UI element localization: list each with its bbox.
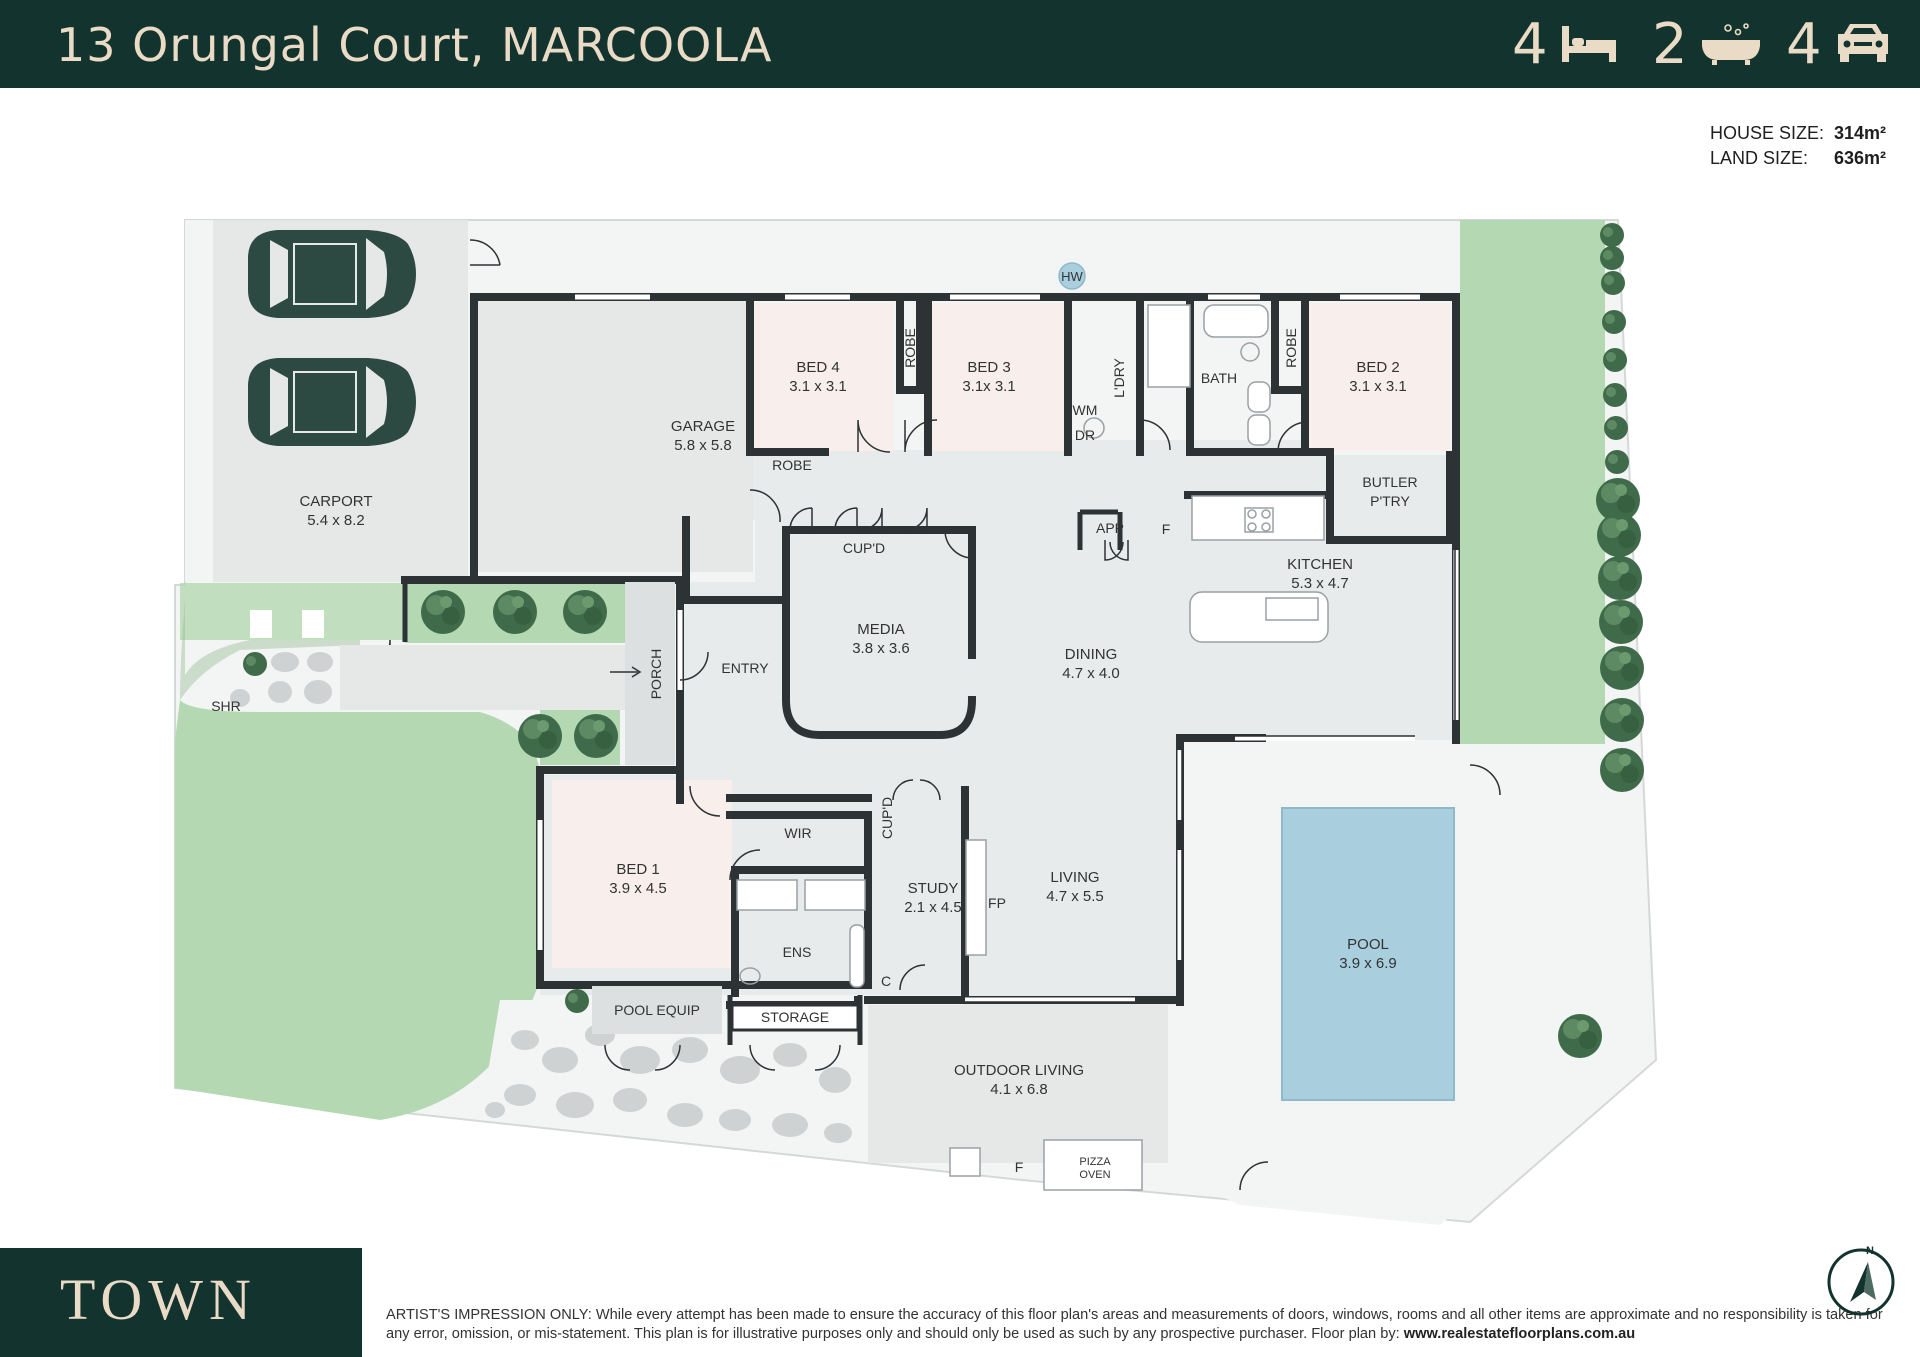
- hot-water-unit: [1058, 262, 1086, 290]
- entry-label: ENTRY: [721, 660, 769, 676]
- disclaimer: ARTIST'S IMPRESSION ONLY: While every at…: [386, 1306, 1886, 1344]
- kitchen-name: KITCHEN: [1287, 556, 1353, 573]
- robe-bed2-label: ROBE: [1283, 328, 1299, 368]
- bed1-name: BED 1: [616, 861, 659, 878]
- agency-logo: TOWN: [60, 1267, 257, 1332]
- pool-size: 3.9 x 6.9: [1339, 955, 1397, 972]
- wir-label: WIR: [784, 825, 811, 841]
- bath-count: 2: [1652, 12, 1688, 77]
- butler-label: BUTLER: [1362, 474, 1417, 490]
- pizza-label: PIZZA: [1079, 1156, 1111, 1168]
- bed-count: 4: [1512, 12, 1548, 77]
- pool-shape: [1281, 807, 1455, 1101]
- land-size-label: LAND SIZE:: [1710, 148, 1809, 168]
- car-count: 4: [1786, 12, 1822, 77]
- disclaimer-text: ARTIST'S IMPRESSION ONLY: While every at…: [386, 1307, 1883, 1342]
- floorplan-website: www.realestatefloorplans.com.au: [1403, 1326, 1636, 1342]
- garage-name: GARAGE: [671, 418, 735, 435]
- pool-equip-label: POOL EQUIP: [614, 1002, 700, 1018]
- header-bar: 13 Orungal Court, MARCOOLA 4 2 4: [0, 0, 1920, 88]
- robe-bed4-label: ROBE: [772, 457, 812, 473]
- compass-north-label: N: [1866, 1245, 1874, 1257]
- study-size: 2.1 x 4.5: [904, 899, 962, 916]
- house-size-label: HOUSE SIZE:: [1710, 123, 1825, 143]
- outdoor-living-size: 4.1 x 6.8: [990, 1081, 1048, 1098]
- property-sizes: HOUSE SIZE: 314m² LAND SIZE: 636m²: [1710, 121, 1890, 171]
- wm-label: WM: [1073, 402, 1098, 418]
- bed2-size: 3.1 x 3.1: [1349, 378, 1407, 395]
- front-lawn: [175, 700, 540, 1120]
- fridge-label: F: [1162, 521, 1171, 537]
- carport-size: 5.4 x 8.2: [307, 512, 365, 529]
- fireplace-label: FP: [988, 895, 1006, 911]
- media-size: 3.8 x 3.6: [852, 640, 910, 657]
- shower-label: SHR: [211, 698, 241, 714]
- study-name: STUDY: [908, 880, 959, 897]
- bed-icon: [1562, 26, 1616, 62]
- porch-label: PORCH: [648, 649, 664, 700]
- hw-label: HW: [1061, 269, 1083, 284]
- house-size-value: 314m²: [1834, 123, 1887, 143]
- agency-logo-panel: TOWN: [0, 1248, 362, 1357]
- laundry-label: L'DRY: [1111, 357, 1127, 397]
- ensuite-label: ENS: [783, 944, 812, 960]
- bath-label: BATH: [1201, 370, 1237, 386]
- robe-bed3-label: ROBE: [902, 328, 918, 368]
- dr-label: DR: [1075, 427, 1095, 443]
- land-size-value: 636m²: [1834, 148, 1887, 168]
- cupboard-study-label: CUP'D: [879, 797, 895, 839]
- garage-size: 5.8 x 5.8: [674, 437, 732, 454]
- bed1-size: 3.9 x 4.5: [609, 880, 667, 897]
- property-address: 13 Orungal Court, MARCOOLA: [56, 18, 773, 72]
- outdoor-living-name: OUTDOOR LIVING: [954, 1062, 1084, 1079]
- living-name: LIVING: [1050, 869, 1099, 886]
- bbq-fridge-label: F: [1015, 1159, 1024, 1175]
- bed3-size: 3.1x 3.1: [962, 378, 1015, 395]
- dining-size: 4.7 x 4.0: [1062, 665, 1120, 682]
- kitchen-size: 5.3 x 4.7: [1291, 575, 1349, 592]
- cupboard-label: CUP'D: [843, 540, 885, 556]
- carport-name: CARPORT: [299, 493, 372, 510]
- pool-name: POOL: [1347, 936, 1389, 953]
- pantry-label: P'TRY: [1370, 493, 1410, 509]
- cupboard-c-label: C: [881, 973, 891, 989]
- bed3-name: BED 3: [967, 359, 1010, 376]
- appliance-label: APP: [1096, 520, 1124, 536]
- bed4-name: BED 4: [796, 359, 839, 376]
- living-size: 4.7 x 5.5: [1046, 888, 1104, 905]
- storage-label: STORAGE: [761, 1009, 829, 1025]
- dining-name: DINING: [1065, 646, 1118, 663]
- side-lawn: [1460, 220, 1605, 744]
- bed2-name: BED 2: [1356, 359, 1399, 376]
- car-icon: [1838, 24, 1888, 62]
- oven-label: OVEN: [1079, 1169, 1110, 1181]
- north-compass-icon: N: [1827, 1245, 1895, 1316]
- media-name: MEDIA: [857, 621, 905, 638]
- bathtub-icon: [1702, 23, 1760, 65]
- bed4-size: 3.1 x 3.1: [789, 378, 847, 395]
